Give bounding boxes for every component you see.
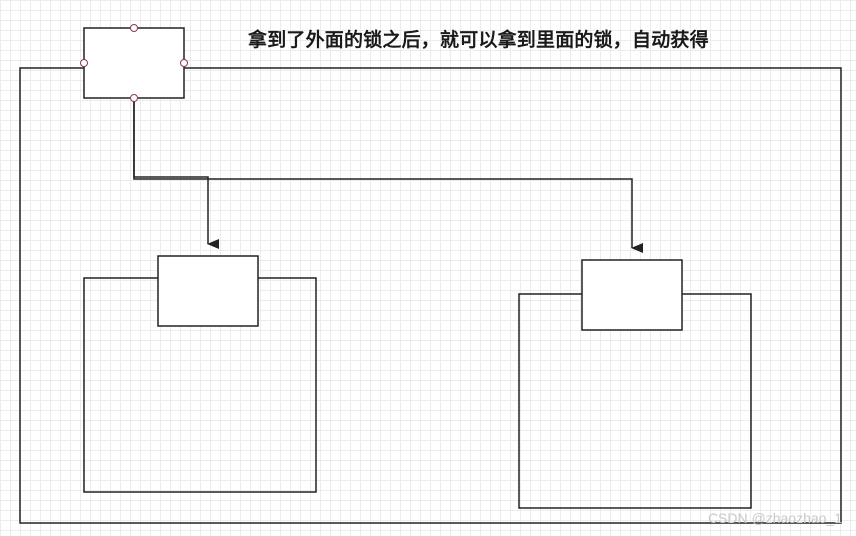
outer-lock-bottom-handle[interactable] (130, 94, 138, 102)
connector-to-left-lock (133, 98, 219, 249)
outer-lock-right-handle[interactable] (180, 59, 188, 67)
outer-container-box (19, 67, 842, 524)
outer-lock-box[interactable] (83, 27, 185, 99)
diagram-caption: 拿到了外面的锁之后，就可以拿到里面的锁，自动获得 (248, 29, 709, 51)
outer-lock-left-handle[interactable] (80, 59, 88, 67)
outer-lock-top-handle[interactable] (130, 24, 138, 32)
left-inner-lock-box (157, 255, 259, 327)
right-inner-lock-box (581, 259, 683, 331)
connector-to-right-lock (133, 98, 643, 253)
watermark-text: CSDN @zhaozhao_1 (707, 510, 842, 526)
